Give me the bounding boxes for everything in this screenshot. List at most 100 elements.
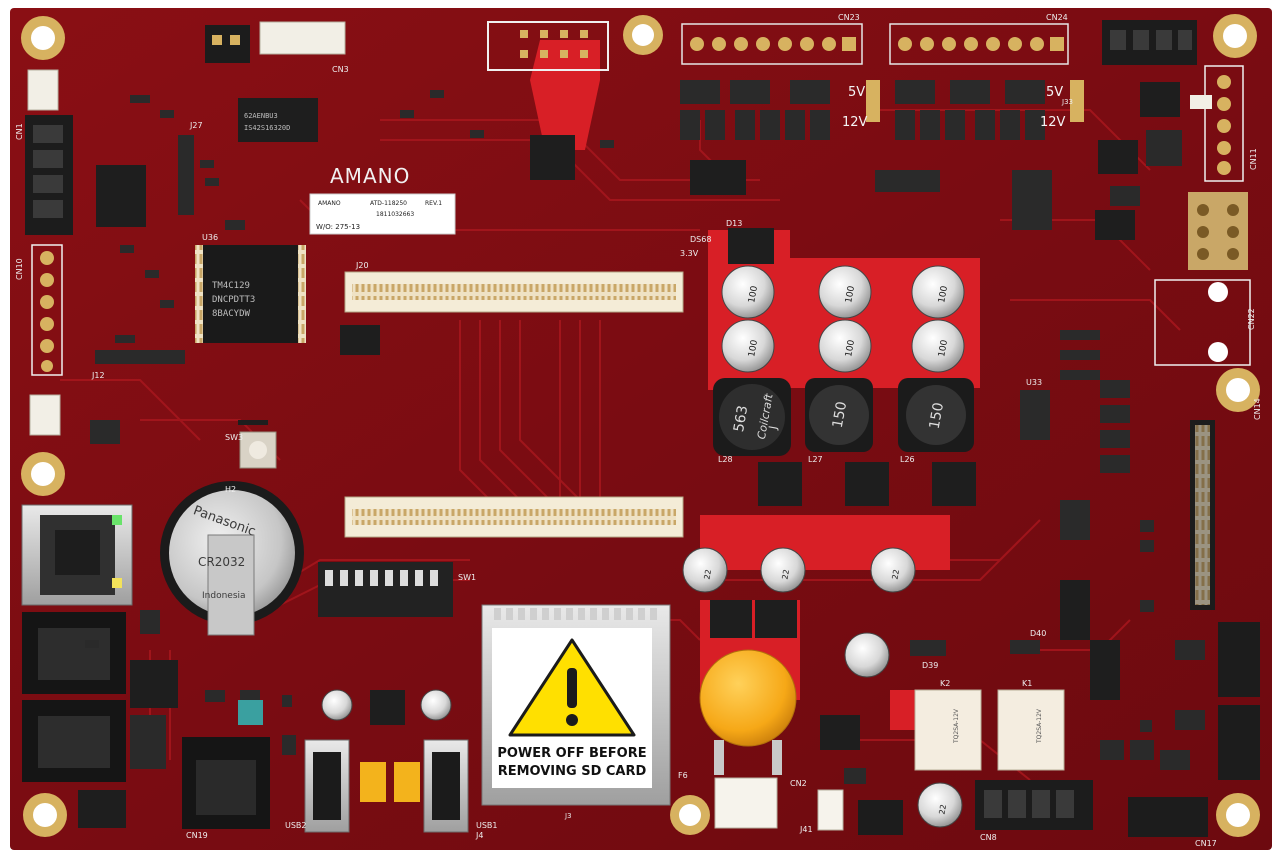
svg-text:CN8: CN8 bbox=[980, 833, 997, 842]
svg-text:L26: L26 bbox=[900, 455, 915, 464]
svg-text:100: 100 bbox=[844, 339, 857, 358]
push-button-sw3 bbox=[239, 431, 277, 469]
smd-components bbox=[85, 80, 1212, 784]
svg-text:100: 100 bbox=[844, 285, 857, 304]
usb-a-connector-right bbox=[423, 739, 469, 833]
label-line1-mid: ATD-118250 bbox=[370, 200, 407, 207]
svg-text:22: 22 bbox=[702, 569, 713, 581]
mcu-line1: TM4C129 bbox=[212, 281, 250, 291]
power-inductors bbox=[713, 378, 974, 456]
svg-text:100: 100 bbox=[747, 285, 760, 304]
svg-text:CN10: CN10 bbox=[15, 258, 24, 280]
ref-j33: J33 bbox=[1061, 98, 1073, 106]
svg-text:D40: D40 bbox=[1030, 629, 1046, 638]
relay-k2-model: TQ2SA-12V bbox=[953, 708, 960, 744]
svg-text:100: 100 bbox=[747, 339, 760, 358]
svg-text:SW3: SW3 bbox=[225, 433, 243, 442]
svg-text:DS68: DS68 bbox=[690, 235, 711, 244]
brand-silkscreen: AMANO bbox=[330, 164, 410, 188]
ref-j3: J3 bbox=[564, 812, 572, 820]
label-line1-left: AMANO bbox=[318, 200, 341, 207]
svg-text:D39: D39 bbox=[922, 661, 938, 670]
svg-text:100: 100 bbox=[937, 285, 950, 304]
cap-small-labels: 22 22 22 22 bbox=[702, 569, 948, 816]
svg-text:SW1: SW1 bbox=[458, 573, 476, 582]
inductor-mid-value: 150 bbox=[830, 400, 850, 429]
right-edge-connectors bbox=[1154, 65, 1260, 780]
board-to-board-header-bottom bbox=[344, 496, 684, 538]
ic-misc bbox=[96, 82, 1180, 750]
svg-text:USB2: USB2 bbox=[285, 821, 307, 830]
label-line3: W/O: 275-13 bbox=[316, 223, 360, 231]
coin-cell-origin: Indonesia bbox=[202, 591, 246, 601]
warning-line1: POWER OFF BEFORE bbox=[497, 746, 646, 761]
dip-switch bbox=[318, 562, 453, 617]
svg-text:J12: J12 bbox=[91, 371, 105, 380]
sdram-line2: IS42S16320D bbox=[244, 124, 290, 132]
svg-text:L28: L28 bbox=[718, 455, 733, 464]
silkscreen-refdes: CN23 CN24 CN3 J27 J12 J20 U36 U33 SW1 SW… bbox=[15, 13, 1262, 848]
relay-k2-ref: K2 bbox=[940, 679, 950, 688]
electrolytic-caps-large bbox=[721, 265, 965, 373]
svg-text:22: 22 bbox=[937, 804, 948, 816]
svg-text:CN23: CN23 bbox=[838, 13, 860, 22]
svg-text:CN24: CN24 bbox=[1046, 13, 1068, 22]
svg-text:CN2: CN2 bbox=[790, 779, 807, 788]
rj45-ethernet-jack bbox=[21, 504, 133, 606]
svg-text:U36: U36 bbox=[202, 233, 218, 242]
tantalum-caps bbox=[360, 762, 420, 802]
yellow-disc-varistor bbox=[699, 649, 797, 775]
bottom-connectors bbox=[78, 777, 1208, 837]
rj-jack-lower bbox=[22, 700, 126, 782]
svg-text:CN1: CN1 bbox=[15, 123, 24, 140]
svg-text:CN11: CN11 bbox=[1249, 148, 1258, 170]
exclamation-icon bbox=[567, 668, 577, 708]
inductor-right-value: 150 bbox=[927, 401, 947, 430]
top-header-connectors bbox=[205, 20, 1197, 71]
relay-k1-model: TQ2SA-12V bbox=[1036, 708, 1043, 744]
svg-text:5V: 5V bbox=[1046, 85, 1063, 100]
rj-jack-upper bbox=[22, 612, 126, 694]
svg-text:5V: 5V bbox=[848, 85, 865, 100]
inductor-left-sub: J bbox=[766, 425, 780, 431]
svg-text:J27: J27 bbox=[189, 121, 203, 130]
usb-a-connector-left bbox=[304, 739, 350, 833]
svg-text:CN3: CN3 bbox=[332, 65, 349, 74]
warning-line2: REMOVING SD CARD bbox=[498, 764, 647, 779]
svg-text:12V: 12V bbox=[1040, 115, 1066, 130]
svg-text:L27: L27 bbox=[808, 455, 823, 464]
power-mosfets bbox=[710, 228, 976, 638]
rj-jack-cn19 bbox=[182, 737, 270, 829]
cap-large-labels: 100 100 100 100 100 100 bbox=[747, 285, 950, 358]
relay-k1-ref: K1 bbox=[1022, 679, 1032, 688]
svg-text:H2: H2 bbox=[225, 485, 236, 494]
svg-text:12V: 12V bbox=[842, 115, 868, 130]
coin-cell-model: CR2032 bbox=[198, 555, 245, 569]
svg-text:CN14: CN14 bbox=[1253, 398, 1262, 420]
svg-text:CN19: CN19 bbox=[186, 831, 208, 840]
electrolytic-caps-small bbox=[321, 547, 963, 828]
svg-text:100: 100 bbox=[937, 339, 950, 358]
ic-sdram bbox=[238, 98, 318, 142]
mcu-line2: DNCPDTT3 bbox=[212, 295, 255, 305]
svg-text:CN22: CN22 bbox=[1247, 308, 1256, 330]
svg-text:J4: J4 bbox=[475, 831, 483, 840]
svg-text:CN17: CN17 bbox=[1195, 839, 1217, 848]
left-edge-connectors bbox=[25, 69, 73, 436]
relays bbox=[914, 689, 1065, 771]
svg-text:J20: J20 bbox=[355, 261, 369, 270]
svg-text:D13: D13 bbox=[726, 219, 742, 228]
svg-text:U33: U33 bbox=[1026, 378, 1042, 387]
label-line2: 1811032663 bbox=[376, 211, 414, 218]
label-line1-right: REV.1 bbox=[425, 200, 442, 207]
ic-mcu bbox=[195, 245, 306, 343]
svg-text:22: 22 bbox=[780, 569, 791, 581]
inductor-left-value: 563 bbox=[731, 404, 751, 433]
board-to-board-header-top bbox=[344, 271, 684, 313]
svg-text:J41: J41 bbox=[799, 825, 813, 834]
voltage-labels: 5V 12V 5V 12V bbox=[842, 85, 1066, 130]
mcu-line3: 8BACYDW bbox=[212, 309, 251, 319]
svg-text:3.3V: 3.3V bbox=[680, 249, 699, 258]
coin-cell-battery bbox=[160, 481, 304, 636]
